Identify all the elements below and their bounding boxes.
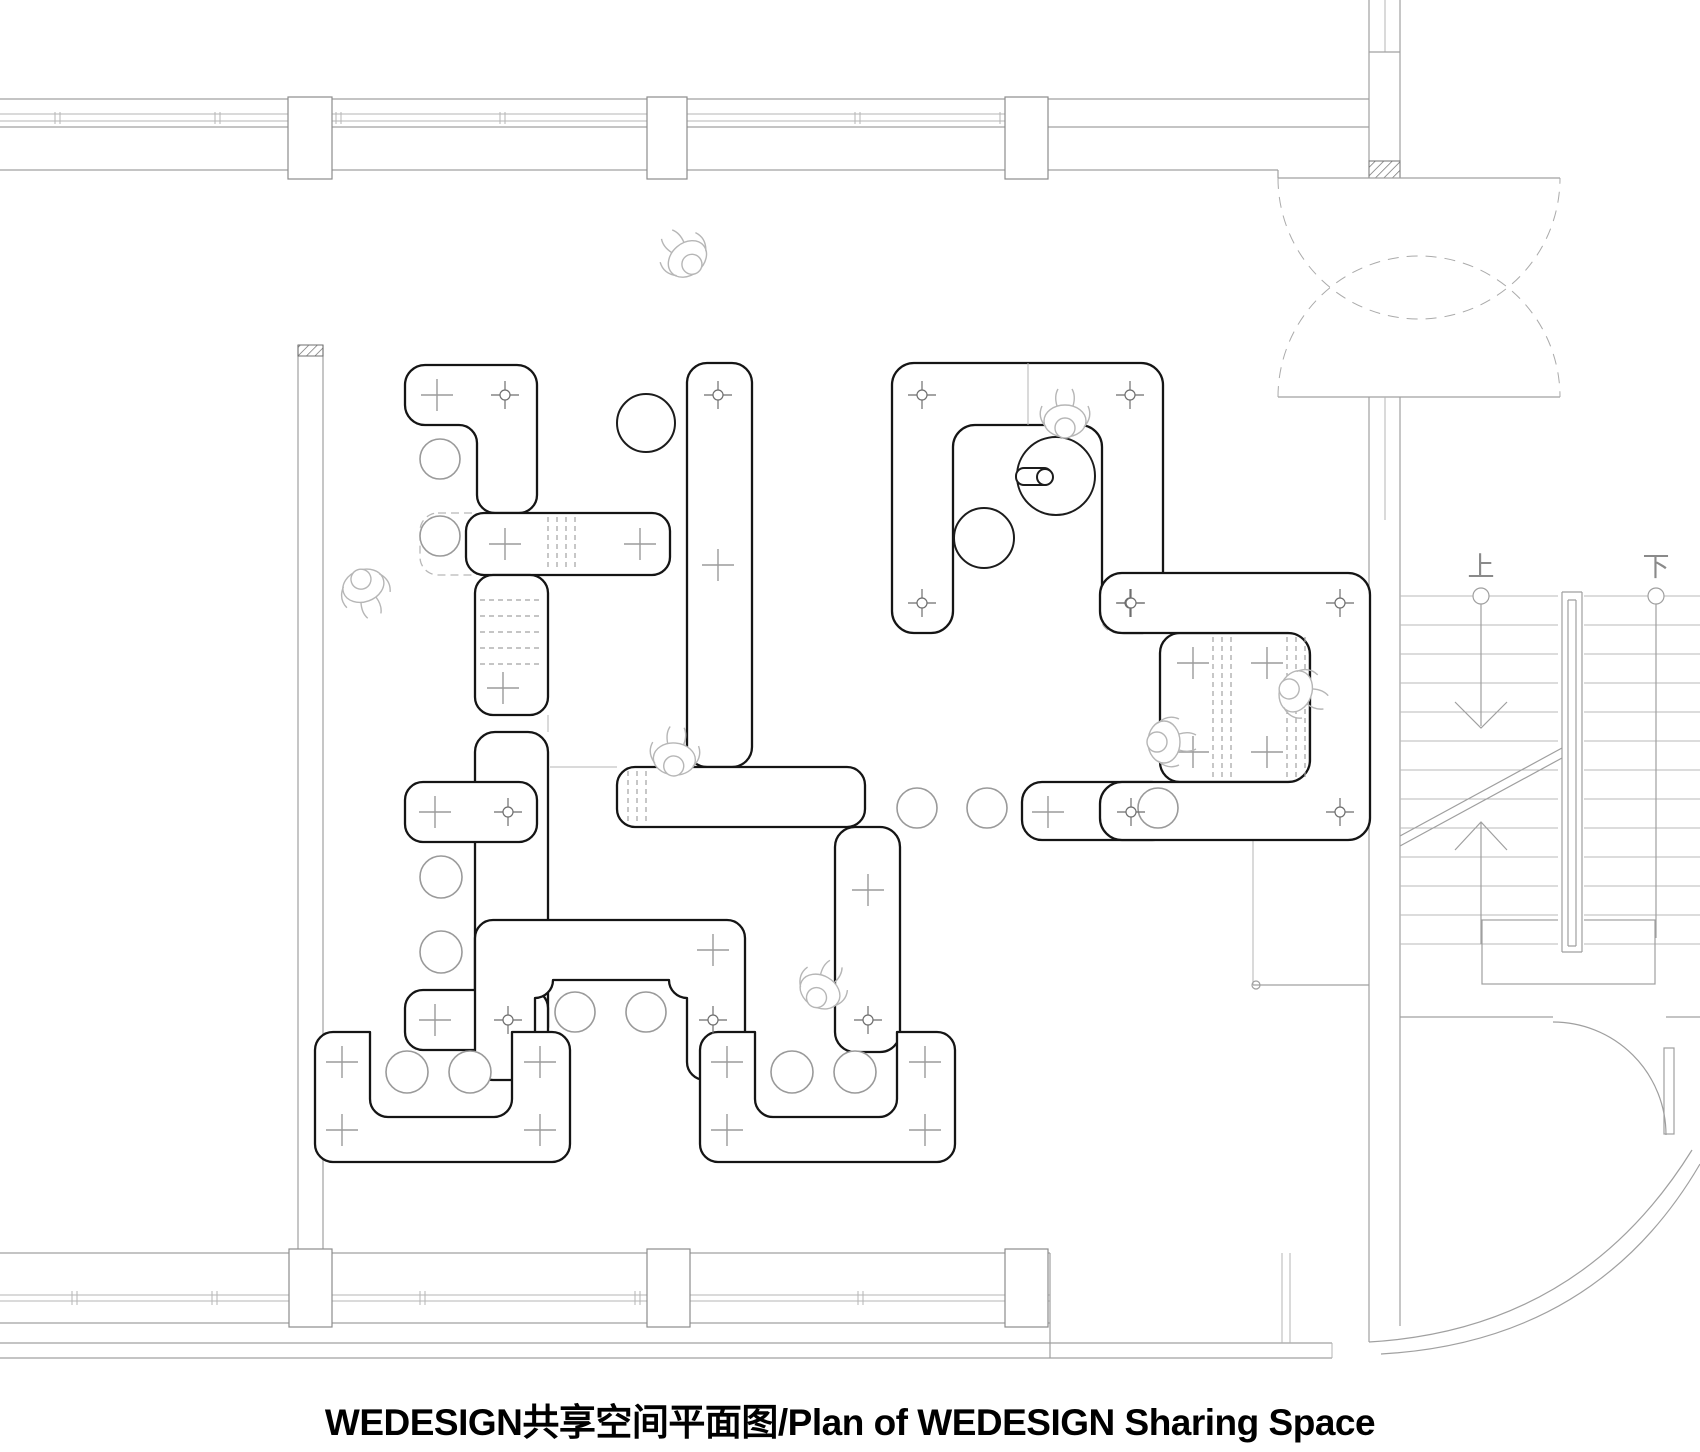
top-wall (0, 96, 1369, 180)
person-icon (333, 560, 399, 626)
door-swing-icon (1552, 1021, 1667, 1136)
bottom-wall (0, 1248, 1333, 1359)
desk-bar-center (615, 765, 867, 829)
door-leaf (1663, 1047, 1675, 1135)
title-bar: WEDESIGN共享空间平面图/Plan of WEDESIGN Sharing… (0, 1392, 1700, 1446)
table-handle-knob-icon (1036, 468, 1054, 486)
desk-bar-left (464, 511, 672, 577)
drawing-title: WEDESIGN共享空间平面图/Plan of WEDESIGN Sharing… (324, 1402, 1376, 1443)
top-right-entrance (1277, 0, 1561, 1342)
desk-leg-center (833, 825, 902, 1054)
stair-arrow-down-flight (1647, 587, 1665, 938)
sofa-bottom-right (698, 1030, 957, 1164)
stair-arrow-up-flight (1454, 587, 1508, 944)
hatched-column (1368, 160, 1401, 179)
stair-railing (1558, 591, 1584, 954)
curved-wall-inner (1380, 1163, 1700, 1355)
sofa-bottom-left (313, 1030, 572, 1164)
window-mullions-bottom (71, 1291, 1014, 1305)
quarter-round-room (1368, 1021, 1700, 1355)
section-break-line (1399, 747, 1563, 847)
furniture (313, 361, 1372, 1164)
double-swing-door-icon (1277, 177, 1561, 398)
desk-mats (480, 517, 1306, 823)
curved-wall-outer (1368, 1149, 1693, 1343)
desk-stub-left (473, 573, 550, 717)
staircase: 上 下 (1251, 552, 1700, 1018)
stair-up-label: 上 (1468, 552, 1495, 582)
stool-dark-top-center (616, 393, 676, 453)
stools (385, 438, 1179, 1094)
stair-down-label: 下 (1643, 552, 1670, 582)
desk-top-left (403, 363, 539, 515)
stool-dark-right (953, 507, 1015, 569)
hatched-wall-end (297, 344, 324, 357)
person-icon (647, 217, 719, 289)
desk-bar-mid-left (403, 780, 539, 844)
